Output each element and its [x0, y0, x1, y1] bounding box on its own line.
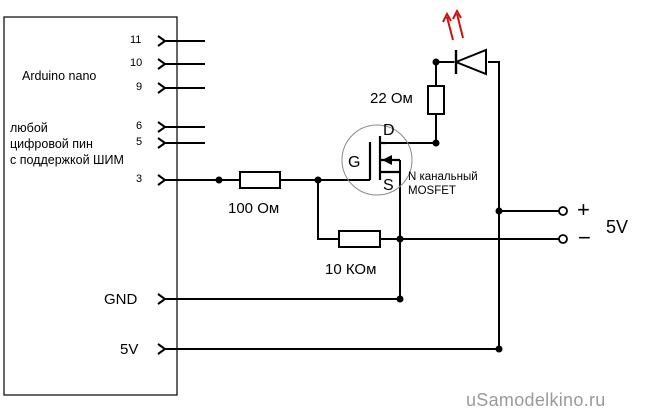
resistor-22-ohm [427, 85, 445, 115]
pin-label-5: 5 [136, 136, 143, 148]
terminal-plus [558, 206, 568, 216]
pin-6-connector [157, 121, 205, 133]
pwm-note: любой цифровой пин с поддержкой ШИМ [10, 120, 160, 168]
mosfet-drain-label: D [383, 122, 395, 139]
pin-label-10: 10 [130, 57, 143, 69]
label-resistor-22-ohm: 22 Ом [370, 90, 413, 107]
pwm-note-line-1: любой [10, 121, 48, 135]
resistor-10-kohm [338, 230, 381, 248]
pin-connectors [157, 35, 205, 355]
terminal-plus-label: + [577, 197, 590, 222]
mosfet-gate-label: G [348, 154, 361, 171]
pin-label-11: 11 [130, 34, 142, 46]
pin-label-5v: 5V [120, 341, 139, 358]
pin-10-connector [157, 58, 205, 70]
pin-label-gnd: GND [104, 291, 138, 308]
led-rays [442, 8, 464, 41]
pwm-note-line-3: с поддержкой ШИМ [10, 153, 124, 167]
wire-pulldown-left [317, 180, 339, 240]
watermark: uSamodelkino.ru [466, 390, 606, 410]
pin-label-3: 3 [136, 173, 143, 185]
pin-9-connector [157, 82, 205, 94]
mosfet-type-label: N канальный MOSFET [408, 170, 478, 198]
pin-5v-connector [157, 343, 167, 355]
wire-led-cathode [435, 61, 454, 86]
junction-dots [215, 58, 503, 353]
led-symbol [442, 8, 487, 76]
mosfet-type-line-2: MOSFET [408, 185, 456, 197]
pin-label-9: 9 [136, 81, 143, 93]
label-resistor-100-ohm: 100 Ом [228, 200, 280, 217]
mosfet-circle [341, 124, 413, 196]
pin-5-connector [157, 137, 205, 149]
board-name: Arduino nano [22, 69, 97, 83]
output-terminals [558, 206, 568, 244]
arduino-board-outline [3, 16, 178, 396]
label-resistor-10-kohm: 10 КОм [325, 261, 377, 278]
terminal-minus [558, 234, 568, 244]
mosfet-type-line-1: N канальный [408, 171, 478, 183]
mosfet-arrow [382, 155, 392, 165]
led-triangle [453, 48, 487, 76]
pin-11-connector [157, 35, 205, 47]
wire-5v-rail [488, 61, 500, 349]
mosfet-source-label: S [383, 177, 394, 194]
pin-gnd-connector [157, 293, 167, 305]
wires [165, 61, 560, 350]
mosfet-symbol [341, 124, 413, 196]
terminal-minus-label: − [578, 225, 591, 250]
pin-label-6: 6 [136, 120, 143, 132]
resistor-100-ohm [239, 171, 281, 189]
pwm-note-line-2: цифровой пин [10, 137, 93, 151]
pin-3-connector [157, 174, 167, 186]
output-voltage-label: 5V [606, 217, 629, 237]
